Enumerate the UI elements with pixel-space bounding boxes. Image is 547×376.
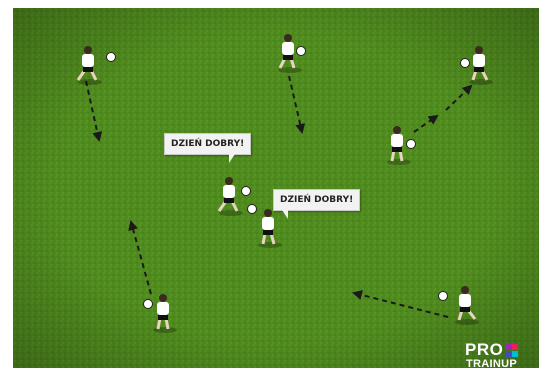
player-3 bbox=[469, 46, 493, 85]
player-4 bbox=[387, 126, 411, 165]
arrow-5 bbox=[128, 220, 152, 295]
ball-4 bbox=[406, 139, 416, 149]
speech-bubble-1-text: DZIEŃ DOBRY! bbox=[171, 139, 245, 149]
ball-8 bbox=[438, 291, 448, 301]
pitch bbox=[13, 8, 539, 368]
player-8 bbox=[455, 286, 479, 325]
arrow-6 bbox=[352, 290, 449, 318]
arrow-2 bbox=[288, 75, 306, 134]
speech-bubble-1: DZIEŃ DOBRY! bbox=[164, 133, 252, 163]
speech-bubble-2-text: DZIEŃ DOBRY! bbox=[280, 195, 354, 205]
protrainup-logo: PRO TRAINUP bbox=[465, 341, 537, 371]
ball-1 bbox=[106, 52, 116, 62]
arrow-4 bbox=[445, 84, 473, 111]
ball-7 bbox=[143, 299, 153, 309]
ball-2 bbox=[296, 46, 306, 56]
logo-square-1 bbox=[505, 344, 511, 350]
player-1 bbox=[76, 46, 102, 85]
player-7 bbox=[153, 294, 177, 333]
logo-line1: PRO bbox=[465, 340, 504, 359]
arrow-1 bbox=[85, 80, 103, 142]
logo-square-4 bbox=[512, 351, 518, 357]
player-6 bbox=[258, 209, 282, 248]
movement-arrows bbox=[85, 75, 473, 318]
player-2 bbox=[278, 34, 302, 73]
logo-square-3 bbox=[505, 351, 511, 357]
ball-6 bbox=[247, 204, 257, 214]
player-5 bbox=[217, 177, 243, 216]
ball-5 bbox=[241, 186, 251, 196]
speech-bubble-2: DZIEŃ DOBRY! bbox=[273, 189, 361, 219]
ball-3 bbox=[460, 58, 470, 68]
logo-line2: TRAINUP bbox=[466, 358, 517, 370]
arrow-3 bbox=[413, 114, 439, 133]
logo-square-2 bbox=[512, 344, 518, 350]
